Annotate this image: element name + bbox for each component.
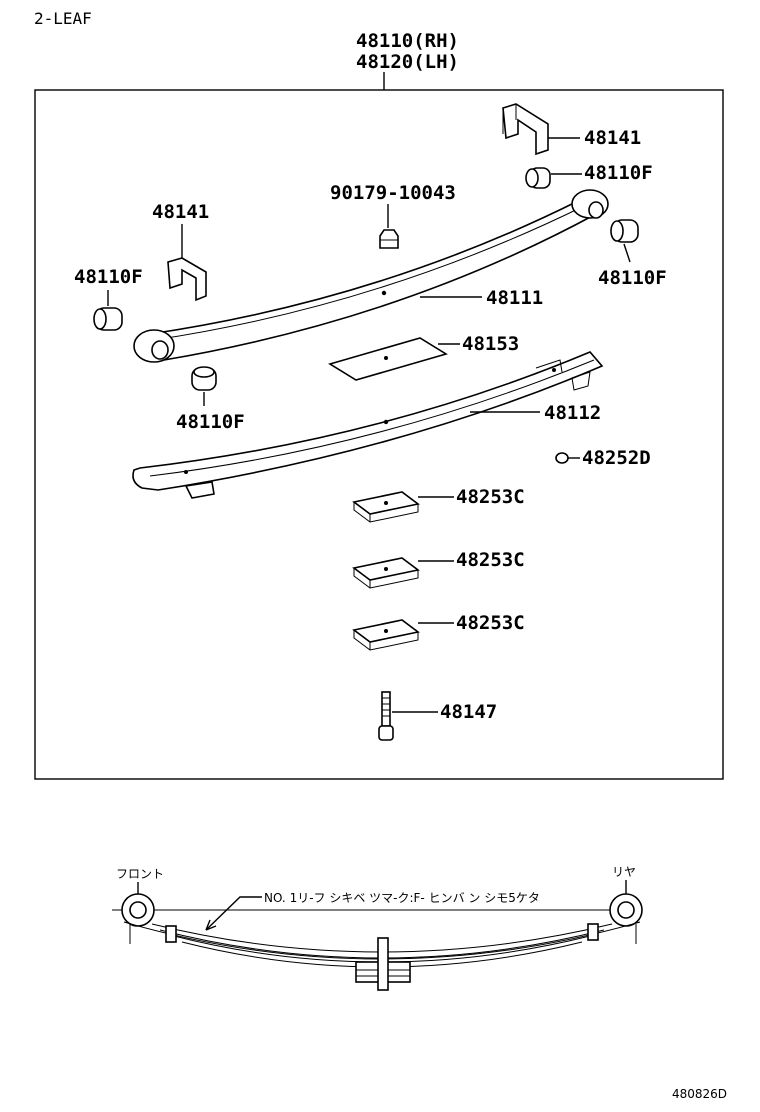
label-leaf-2[interactable]: 48112 [544, 402, 601, 424]
side-view-rear-label: リヤ [612, 865, 636, 879]
leaf-2-drawing [132, 351, 604, 499]
spacer-drawing [555, 452, 569, 464]
clip-right-drawing [502, 103, 549, 156]
diagram-id: 480826D [672, 1087, 727, 1101]
clip-left-drawing [167, 257, 207, 302]
label-bolt[interactable]: 48147 [440, 701, 497, 723]
label-bushing-right[interactable]: 48110F [598, 267, 667, 289]
bolt-drawing [378, 691, 394, 741]
bushing-left-drawing [93, 307, 123, 331]
label-pad-2[interactable]: 48253C [456, 549, 525, 571]
side-view-note: NO. 1リ-フ シキベ ツマ-ク:F- ヒンバ ン シモ5ケタ [264, 891, 540, 905]
side-view-drawing [112, 893, 643, 991]
side-view-front-label: フロント [116, 867, 164, 881]
leaf-1-drawing [133, 189, 609, 363]
label-nut[interactable]: 90179-10043 [330, 182, 456, 204]
bushing-top-right-drawing [525, 167, 551, 189]
bushing-bottom-left-drawing [191, 366, 217, 391]
label-bushing-top-right[interactable]: 48110F [584, 162, 653, 184]
assembly-part-rh[interactable]: 48110(RH) [356, 30, 459, 52]
label-pad-1[interactable]: 48253C [456, 486, 525, 508]
label-insert[interactable]: 48153 [462, 333, 519, 355]
insert-drawing [328, 337, 448, 381]
note-leader [205, 896, 262, 931]
assembly-frame [34, 89, 724, 780]
variant-label: 2-LEAF [34, 9, 92, 28]
leader-bushing-right [623, 243, 631, 263]
label-pad-3[interactable]: 48253C [456, 612, 525, 634]
label-spacer[interactable]: 48252D [582, 447, 651, 469]
pad-3-drawing [352, 619, 420, 651]
pad-2-drawing [352, 557, 420, 589]
assembly-part-lh[interactable]: 48120(LH) [356, 51, 459, 73]
bushing-right-drawing [610, 219, 639, 243]
label-clip-left[interactable]: 48141 [152, 201, 209, 223]
label-bushing-left[interactable]: 48110F [74, 266, 143, 288]
note-arrow-icon [205, 919, 217, 931]
label-clip-right[interactable]: 48141 [584, 127, 641, 149]
label-leaf-1[interactable]: 48111 [486, 287, 543, 309]
pad-1-drawing [352, 491, 420, 523]
label-bushing-bottom-left[interactable]: 48110F [176, 411, 245, 433]
nut-drawing [379, 229, 399, 249]
